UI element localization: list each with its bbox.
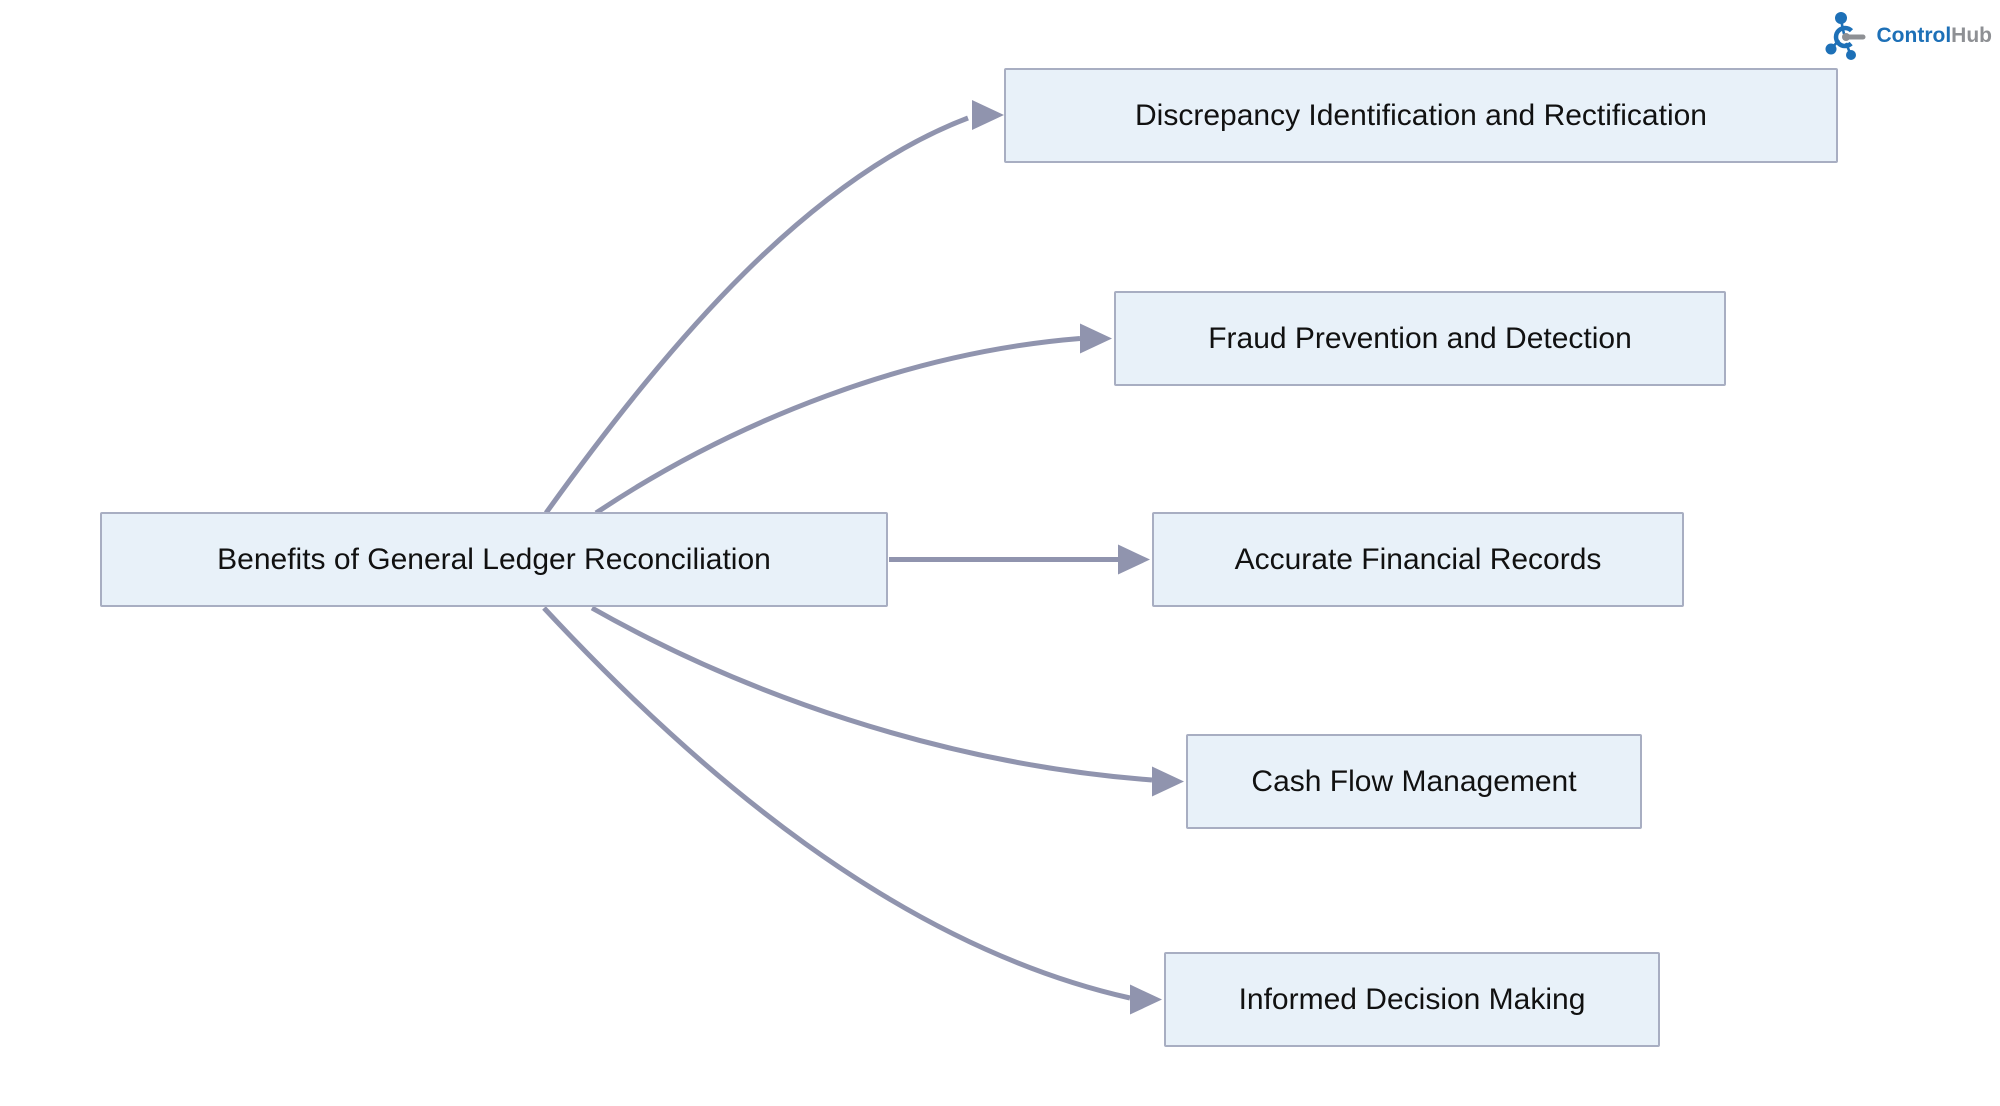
controlhub-wordmark: ControlHub	[1877, 24, 1992, 48]
logo-text-hub: Hub	[1951, 24, 1992, 47]
arrowhead-fraud	[1080, 323, 1112, 354]
edge-root-discrepancy	[543, 115, 969, 515]
node-accurate-records: Accurate Financial Records	[1152, 512, 1684, 607]
node-informed-decision: Informed Decision Making	[1164, 952, 1660, 1047]
logo-text-control: Control	[1876, 24, 1952, 47]
arrowhead-accurate	[1118, 544, 1150, 575]
arrowhead-informed	[1130, 984, 1162, 1015]
edge-root-cashflow	[590, 605, 1153, 783]
arrowhead-cashflow	[1152, 766, 1184, 797]
edge-root-fraud	[594, 336, 1081, 516]
controlhub-network-icon	[1825, 12, 1866, 60]
arrowhead-discrepancy	[972, 100, 1004, 130]
node-benefits-root: Benefits of General Ledger Reconciliatio…	[100, 512, 888, 607]
node-fraud-prevention: Fraud Prevention and Detection	[1114, 291, 1726, 386]
node-discrepancy-identification: Discrepancy Identification and Rectifica…	[1004, 68, 1838, 163]
node-cash-flow: Cash Flow Management	[1186, 734, 1642, 829]
edge-root-informed	[542, 606, 1131, 1001]
controlhub-logo: ControlHub	[1825, 10, 1992, 62]
